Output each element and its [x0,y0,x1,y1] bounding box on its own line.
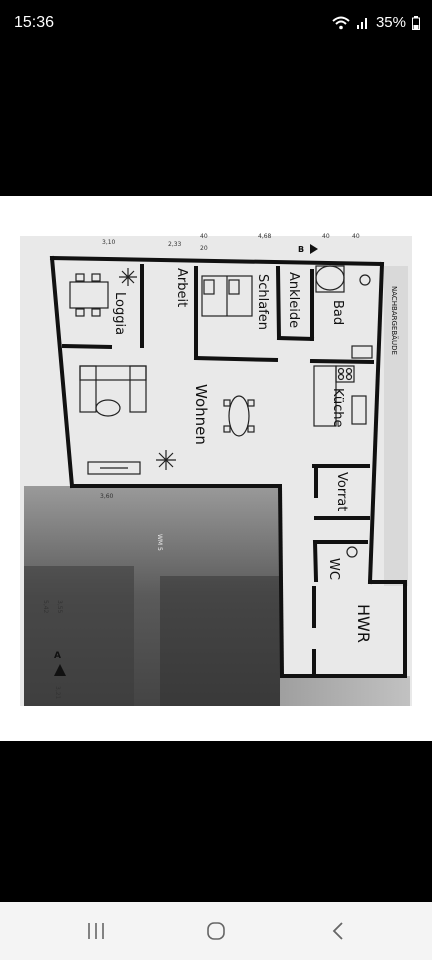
room-label-arbeit: Arbeit [174,268,189,307]
back-button[interactable] [298,902,378,960]
room-label-vorrat: Vorrat [334,472,349,511]
room-label-kuche: Küche [330,388,345,428]
neighbor-building-label: NACHBARGEBÄUDE [390,286,399,355]
room-label-bad: Bad [330,300,345,325]
navigation-bar [0,902,432,960]
section-marker-b: B [298,245,304,254]
section-marker-a: A [54,651,61,661]
recent-apps-button[interactable] [56,902,136,960]
battery-icon [412,15,420,30]
dimension-label: 20 [200,245,208,252]
wifi-icon [332,16,350,29]
dimension-label: 40 [200,233,208,240]
room-label-schlafen: Schlafen [255,274,270,330]
status-time: 15:36 [14,14,55,31]
floor-plan-image: Bad Ankleide Schlafen Arbeit Loggia Wohn… [20,233,412,706]
room-label-ankleide: Ankleide [286,272,301,328]
dimension-label: 3,10 [102,239,116,246]
recent-apps-icon [88,923,104,939]
home-icon [207,922,225,940]
wm-label: WM 5 [156,534,163,551]
back-icon [332,922,343,940]
status-bar: 15:36 35% [0,0,432,48]
dimension-label: 40 [322,233,330,240]
room-label-wc: WC [326,558,341,580]
signal-icon [356,17,367,29]
dimension-label: 5,42 [42,600,49,614]
dimension-label: 3,55 [56,600,63,614]
status-icons: 35% [332,14,420,31]
dimension-label: 40 [352,233,360,240]
battery-percent: 35% [375,14,406,31]
section-arrow-b [310,244,318,254]
dimension-label: 3,60 [100,493,114,500]
dimension-label: 2,33 [168,241,182,248]
image-viewer[interactable]: Bad Ankleide Schlafen Arbeit Loggia Wohn… [0,196,432,741]
room-label-hwr: HWR [354,604,373,643]
room-label-loggia: Loggia [112,292,127,335]
room-label-wohnen: Wohnen [192,384,210,445]
home-button[interactable] [176,902,256,960]
section-arrow-a [54,664,66,676]
dimension-label: 3,21 [54,686,61,700]
dimension-label: 4,68 [258,233,272,240]
